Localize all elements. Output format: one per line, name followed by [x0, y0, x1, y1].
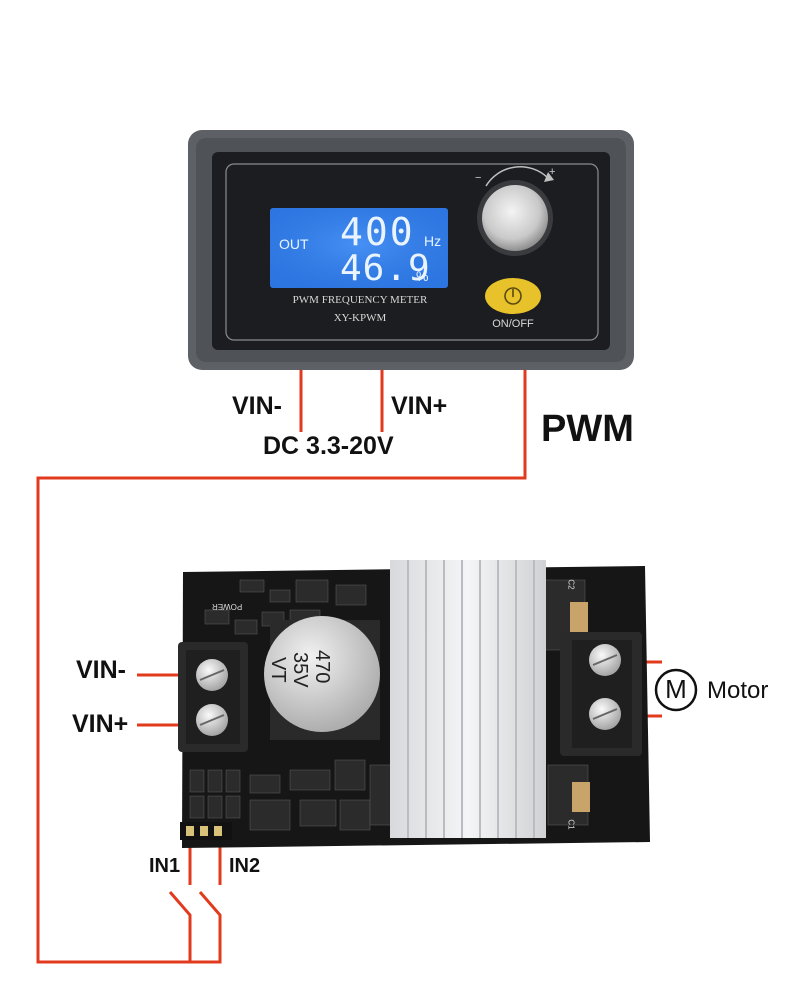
- motor-symbol-letter: M: [665, 674, 687, 704]
- power-label: ON/OFF: [492, 318, 534, 330]
- board-vin-minus-label: VIN-: [76, 656, 126, 684]
- silk-c2: C2: [566, 579, 576, 590]
- capacitor-voltage: 35V: [289, 652, 311, 688]
- pwm-label: PWM: [541, 408, 634, 450]
- model-line-1: PWM FREQUENCY METER: [292, 294, 428, 306]
- knob-minus-label: −: [475, 172, 482, 184]
- capacitor-series: VT: [267, 657, 289, 683]
- meter-vin-plus-label: VIN+: [391, 392, 448, 420]
- power-icon: [504, 287, 522, 305]
- model-line-2: XY-KPWM: [333, 312, 387, 324]
- capacitor-value: 470: [311, 650, 333, 684]
- in2-label: IN2: [229, 855, 261, 877]
- knob-plus-label: +: [549, 166, 556, 178]
- lcd-duty: 46.9: [340, 248, 431, 289]
- silk-power: POWER: [212, 602, 243, 611]
- silk-c1: C1: [566, 819, 576, 830]
- smd-capacitor-c2: [570, 602, 588, 632]
- lcd-frequency: 400: [340, 210, 415, 254]
- pwm-wire-in2: [190, 891, 222, 964]
- smd-capacitor-c1: [572, 782, 590, 812]
- lcd-frequency-unit: Hz: [424, 233, 442, 249]
- board-vin-plus-label: VIN+: [72, 710, 129, 738]
- electrolytic-capacitor: [264, 616, 380, 732]
- knob-arc: [485, 166, 549, 187]
- supply-voltage-label: DC 3.3-20V: [263, 432, 394, 460]
- meter-vin-minus-label: VIN-: [232, 392, 282, 420]
- motor-icon: [654, 668, 698, 712]
- pwm-wire: [36, 370, 527, 964]
- lcd-out-label: OUT: [279, 236, 309, 252]
- adjust-knob[interactable]: [482, 185, 548, 251]
- heatsink: [390, 560, 546, 838]
- lcd-duty-unit: %: [416, 268, 429, 284]
- motor-label: Motor: [707, 677, 769, 704]
- in1-label: IN1: [149, 855, 181, 877]
